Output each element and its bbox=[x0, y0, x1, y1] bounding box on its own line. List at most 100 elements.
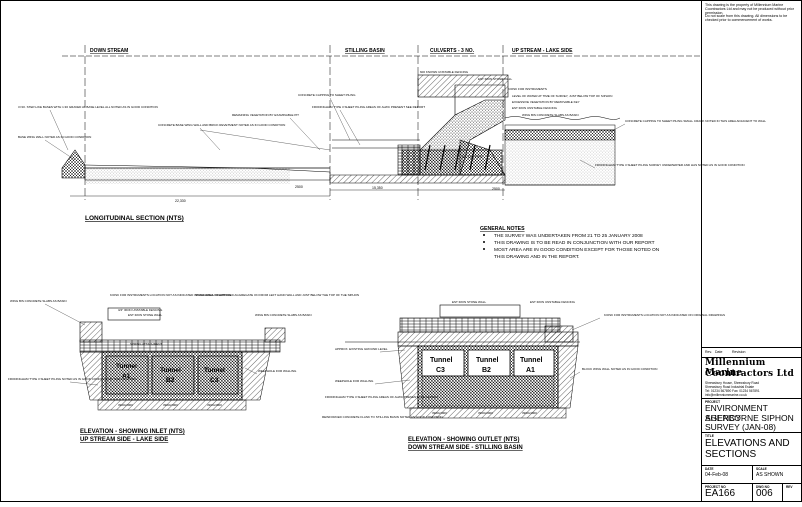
outlet-t3-name: Tunnel bbox=[520, 357, 542, 364]
inlet-note-b: KIOSK FOR INSTRUMENTS LOCATION NOT AS IN… bbox=[110, 293, 231, 297]
date-value: 04-Feb-08 bbox=[705, 472, 729, 478]
note-fencing: 600 KNOWN UNSTABLE FENCING bbox=[420, 70, 469, 74]
title-label: TITLE bbox=[705, 434, 714, 438]
project-line-2: SHERBORNE SIPHON bbox=[705, 412, 794, 423]
scale-cell: SCALE AS SHOWN bbox=[752, 465, 802, 480]
scale-label: SCALE bbox=[756, 467, 767, 471]
inlet-note-i: FRODINGHAM TYPE 3 SHEET PILING NOTED AS … bbox=[8, 377, 136, 381]
outlet-tunnel-b2 bbox=[467, 349, 511, 377]
address-1: Shrewsbury House, Shrewsbury Road bbox=[705, 381, 760, 385]
inlet-t3-name: Tunnel bbox=[204, 367, 225, 374]
dwgno-label: DWG NO bbox=[756, 485, 770, 489]
note-unstable-fencing: EST IRON UNSTABLE FENCING bbox=[512, 106, 558, 110]
projno-cell: PROJECT NO EA166 bbox=[702, 483, 752, 501]
outlet-note-a: EST IRON STONE WALL bbox=[452, 300, 486, 304]
inlet-t2-name: Tunnel bbox=[160, 367, 181, 374]
inlet-tunnel-a1 bbox=[105, 355, 149, 395]
zone-stilling-basin: STILLING BASIN bbox=[345, 48, 385, 54]
note-base-wing: BASE WING WALL NOTED AS IN GOOD CONDITIO… bbox=[18, 135, 91, 139]
inlet-note-h: WEEPHOLE FOR WALLING bbox=[258, 369, 297, 373]
note-steps: 3 NO. STEP-LIKE BASES WITH 1:30 GRAVED A… bbox=[18, 105, 158, 109]
dim-2500a: 2500 bbox=[295, 185, 303, 189]
outlet-note-c: KIOSK FOR INSTRUMENTS LOCATION NOT AS IN… bbox=[604, 313, 725, 317]
inlet-note-f: WING BIS CONCRETE SLABS AS BASIN bbox=[255, 313, 312, 317]
outlet-tunnel-c3 bbox=[421, 349, 465, 377]
note-stone-wall: EST IRON STONE WALL bbox=[478, 77, 512, 81]
inlet-note-g: SPRING ATTACHMENT bbox=[130, 342, 162, 346]
inlet-tunnel-c3 bbox=[197, 355, 239, 395]
inlet-note-d: 3/4" IRON UNSTABLE FENCING bbox=[118, 308, 163, 312]
dwgno-cell: DWG NO 006 bbox=[752, 483, 782, 501]
inlet-dim-3: 3900x3900 bbox=[207, 403, 222, 407]
inlet-tunnel-b2 bbox=[151, 355, 195, 395]
revision-col: Revision bbox=[732, 350, 746, 354]
note-excessive-vegetation: EXCESSIVE VEGETATION BY REMOVABLE KEY bbox=[512, 100, 580, 104]
general-note-4: THIS DRAWING AND IN THE REPORT. bbox=[494, 254, 579, 260]
rev-cell: REV bbox=[782, 483, 802, 501]
general-note-1: THE SURVEY WAS UNDERTAKEN FROM 21 TO 25 … bbox=[494, 233, 643, 239]
date-label: DATE bbox=[705, 467, 714, 471]
scale-value: AS SHOWN bbox=[756, 472, 784, 478]
project-line-3: SURVEY (JAN-08) bbox=[705, 422, 777, 432]
note-kiosk: KIOSK FOR INSTRUMENTS bbox=[508, 87, 547, 91]
outlet-title-2: DOWN STREAM SIDE - STILLING BASIN bbox=[408, 445, 523, 451]
zone-upstream: UP STREAM - LAKE SIDE bbox=[512, 48, 573, 54]
outlet-t3-num: A1 bbox=[526, 367, 535, 374]
outlet-elevation: Tunnel C3 Tunnel B2 Tunnel A1 3900x3900 … bbox=[322, 300, 725, 451]
address-4: info@millenniummarine.co.uk bbox=[705, 393, 747, 397]
projno-label: PROJECT NO bbox=[705, 485, 726, 489]
dim-15350: 15,350 bbox=[372, 186, 383, 190]
general-notes-title: GENERAL NOTES bbox=[480, 226, 525, 232]
inlet-note-a: WING BIS CONCRETE SLABS AS BASIN bbox=[10, 299, 67, 303]
title-line-1: ELEVATIONS AND bbox=[705, 438, 790, 449]
outlet-note-f: FRODINGHAM TYPE 3 SHEET PILING AREAS OF … bbox=[325, 395, 438, 399]
rev-label: REV bbox=[786, 485, 793, 489]
company-logo-line2: Coontractors Ltd bbox=[705, 369, 795, 379]
outlet-note-d: APPROX. EXISTING GROUND LEVEL bbox=[335, 347, 388, 351]
inlet-t3-num: C3 bbox=[210, 377, 219, 384]
inlet-t1-name: Tunnel bbox=[116, 363, 137, 370]
rev-col: Rev. bbox=[705, 350, 712, 354]
title-block: This drawing is the property of Millenni… bbox=[701, 0, 802, 501]
project-line-1: ENVIRONMENT AGENCY bbox=[705, 403, 768, 423]
note-capping: CONCRETE CAPPING TO SHEET PILING bbox=[298, 93, 356, 97]
title-cell: TITLE ELEVATIONS AND SECTIONS bbox=[702, 432, 802, 460]
note-capping-crack: CONCRETE CAPPING TO SHEET PILING SMALL C… bbox=[625, 119, 766, 123]
project-label: PROJECT bbox=[705, 400, 721, 404]
address-3: Tel: 01234 567890 Fax: 01234 567891 bbox=[705, 389, 760, 393]
scale-note: Do not scale from this drawing. All dime… bbox=[705, 14, 788, 23]
zone-culverts: CULVERTS - 3 NO. bbox=[430, 48, 475, 54]
outlet-title-1: ELEVATION - SHOWING OUTLET (NTS) bbox=[408, 437, 519, 443]
outlet-t1-name: Tunnel bbox=[430, 357, 452, 364]
outlet-note-b: EST IRON UNSTABLE FENCING bbox=[530, 300, 576, 304]
outlet-t1-num: C3 bbox=[436, 367, 445, 374]
general-note-3: MOST AREA ARE IN GOOD CONDITION EXCEPT F… bbox=[494, 247, 660, 253]
outlet-dim-1: 3900x3900 bbox=[432, 411, 447, 415]
inlet-note-e: EST IRON STONE WALL bbox=[128, 313, 162, 317]
pipe-label: 54" DIA PIPE bbox=[462, 155, 483, 159]
outlet-t2-num: B2 bbox=[482, 367, 491, 374]
outlet-note-g: BLOCK WING WALL NOTED AS IN GOOD CONDITI… bbox=[582, 367, 657, 371]
outlet-note-h: REINFORCED CONCRETE FLANK TO STILLING BA… bbox=[322, 415, 443, 419]
date-col: Date bbox=[715, 350, 723, 354]
inlet-note-c: SMALL AREA OF EXPOSED AGGREGATE ON FROM … bbox=[195, 293, 359, 297]
upstream-capping bbox=[504, 129, 616, 141]
general-note-2: THIS DRAWING IS TO BE READ IN CONJUNCTIO… bbox=[494, 240, 655, 246]
note-water-level: LEVEL OF WATER AT TIME OF SURVEY, JUST B… bbox=[512, 94, 612, 98]
kiosk-block bbox=[417, 74, 509, 98]
inlet-title-2: UP STREAM SIDE - LAKE SIDE bbox=[80, 437, 168, 443]
general-notes: GENERAL NOTES THE SURVEY WAS UNDERTAKEN … bbox=[480, 226, 660, 260]
address-2: Shrewsbury Road Industrial Estate bbox=[705, 385, 755, 389]
dim-22330: 22,330 bbox=[175, 199, 186, 203]
project-cell: PROJECT ENVIRONMENT AGENCY SHERBORNE SIP… bbox=[702, 398, 802, 432]
title-line-2: SECTIONS bbox=[705, 449, 757, 460]
inlet-t1-num: A1 bbox=[122, 373, 131, 380]
revision-header: Rev. Date Revision bbox=[702, 347, 802, 358]
longitudinal-title: LONGITUDINAL SECTION (NTS) bbox=[85, 215, 184, 222]
date-cell: DATE 04-Feb-08 bbox=[702, 465, 752, 480]
dwgno-value: 006 bbox=[756, 488, 773, 499]
note-brick-revetment: CONCRETE BASE WING WALL AND BRICK REVETM… bbox=[158, 123, 285, 127]
